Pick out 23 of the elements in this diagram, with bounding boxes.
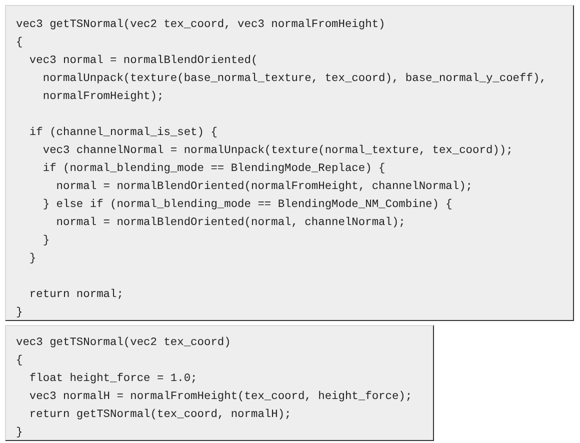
code-line: } <box>28 252 36 267</box>
code-line: normalUnpack(texture(base_normal_texture, tex_coord), base_normal_y_coeff), <box>42 72 546 87</box>
code-line: vec3 channelNormal = normalUnpack(texture(normal_texture, tex_coord)); <box>42 144 513 159</box>
code-line: float height_force = 1.0; <box>28 372 198 387</box>
code-line: vec3 getTSNormal(vec2 tex_coord) <box>16 336 231 351</box>
code-line: return normal; <box>28 288 124 303</box>
code-line: } <box>16 306 23 321</box>
code-line: vec3 normalH = normalFromHeight(tex_coord, height_force); <box>28 390 412 405</box>
code-line: normal = normalBlendOriented(normalFromHeight, channelNormal); <box>55 180 473 195</box>
code-line: return getTSNormal(tex_coord, normalH); <box>28 408 292 423</box>
code-line: } <box>42 234 50 249</box>
code-line: } else if (normal_blending_mode == BlendingMode_NM_Combine) { <box>42 198 452 213</box>
code-block <box>5 5 574 321</box>
code-line: if (normal_blending_mode == BlendingMode_Replace) { <box>42 162 386 177</box>
code-line: if (channel_normal_is_set) { <box>28 126 218 141</box>
code-line: } <box>16 426 23 441</box>
code-line: normalFromHeight); <box>42 90 164 105</box>
code-line: { <box>16 36 23 51</box>
code-block <box>5 325 434 441</box>
code-line: normal = normalBlendOriented(normal, channelNormal); <box>55 216 406 231</box>
code-line: { <box>16 354 23 369</box>
code-line: vec3 normal = normalBlendOriented( <box>28 54 258 69</box>
code-line: vec3 getTSNormal(vec2 tex_coord, vec3 normalFromHeight) <box>16 18 386 33</box>
